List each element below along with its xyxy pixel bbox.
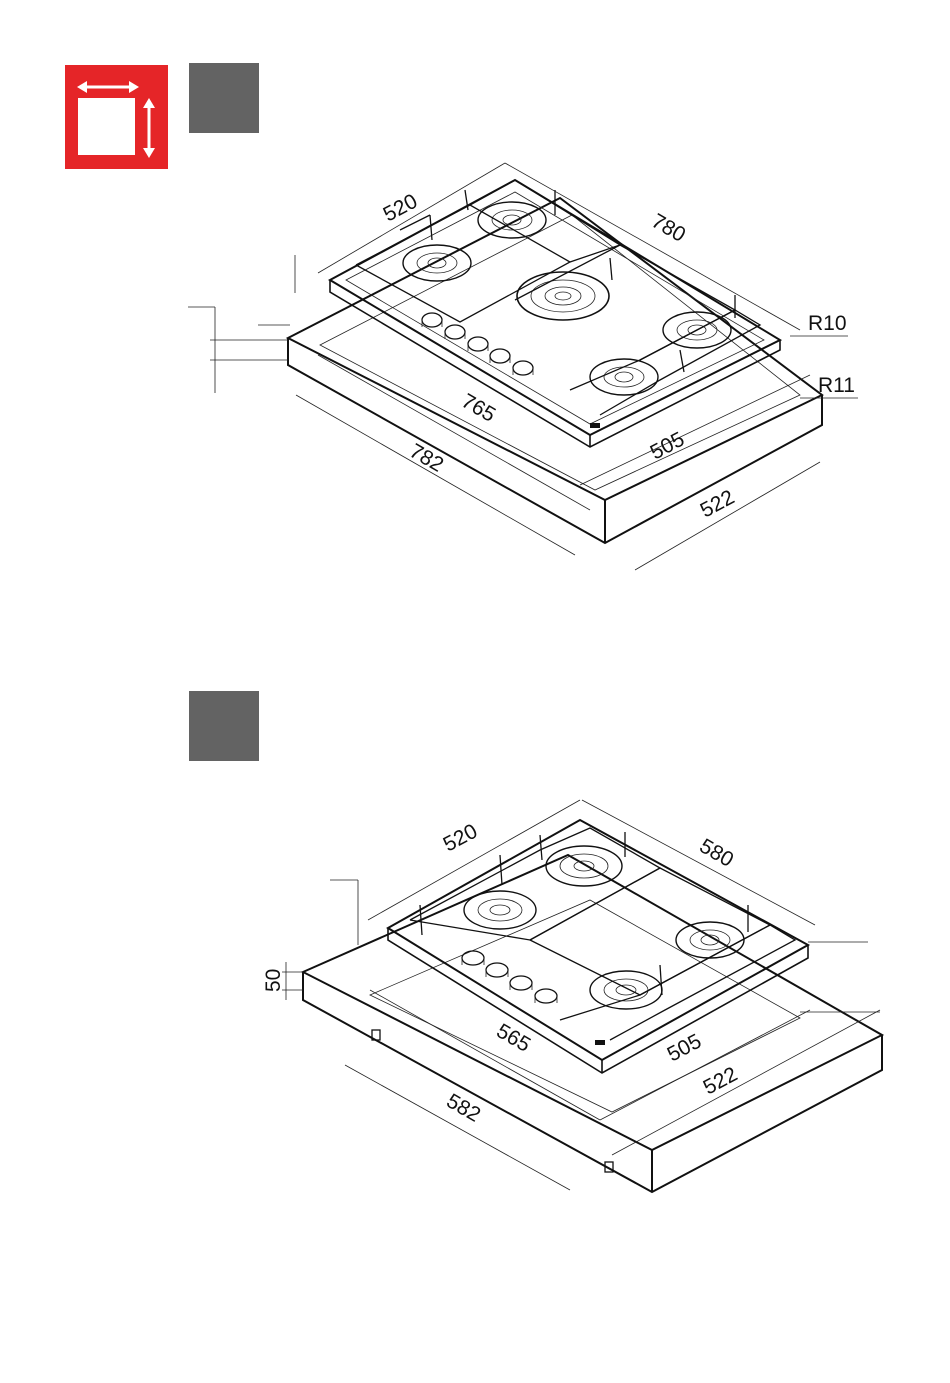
control-knob[interactable]: [445, 325, 465, 339]
dimension-lines: [282, 800, 880, 1190]
hob-four-burner-drawing: 520 580 50 565 582 505 522: [0, 775, 950, 1205]
width-label: 580: [696, 834, 738, 871]
control-knob[interactable]: [513, 361, 533, 375]
control-knob[interactable]: [468, 337, 488, 351]
radius-top-label: R10: [808, 312, 847, 335]
control-knob[interactable]: [422, 313, 442, 327]
section-marker-2: [189, 691, 259, 761]
dimension-lines: [188, 163, 858, 570]
burner: [590, 971, 662, 1009]
cutout-depth-label: 505: [647, 428, 689, 465]
control-knob[interactable]: [535, 989, 557, 1003]
height-label: 50: [262, 969, 285, 992]
burner: [546, 846, 622, 886]
outer-depth-label: 522: [700, 1063, 742, 1100]
burner: [464, 891, 536, 929]
brand-badge: [595, 1040, 605, 1045]
control-knob[interactable]: [486, 963, 508, 977]
burners: [464, 846, 744, 1009]
burner: [676, 922, 744, 958]
width-label: 780: [648, 209, 690, 246]
radius-cutout-label: R11: [818, 374, 855, 397]
control-knob[interactable]: [510, 976, 532, 990]
brand-badge: [590, 423, 600, 428]
control-knob[interactable]: [462, 951, 484, 965]
burner: [517, 272, 609, 320]
cutout-slab: [288, 198, 822, 543]
outer-width-label: 582: [443, 1089, 485, 1126]
pan-supports: [410, 828, 795, 1040]
cutout-width-label: 565: [493, 1019, 535, 1056]
hob-plate: [388, 820, 808, 1073]
burner: [403, 245, 471, 281]
depth-label: 520: [440, 820, 482, 857]
burner: [478, 202, 546, 238]
hob-five-burner-drawing: 520 780 R10 R11 765 782 505 522: [0, 140, 950, 600]
outer-depth-label: 522: [697, 486, 739, 523]
depth-label: 520: [380, 190, 422, 227]
control-knob[interactable]: [490, 349, 510, 363]
section-marker-1: [189, 63, 259, 133]
outer-width-label: 782: [406, 439, 448, 476]
